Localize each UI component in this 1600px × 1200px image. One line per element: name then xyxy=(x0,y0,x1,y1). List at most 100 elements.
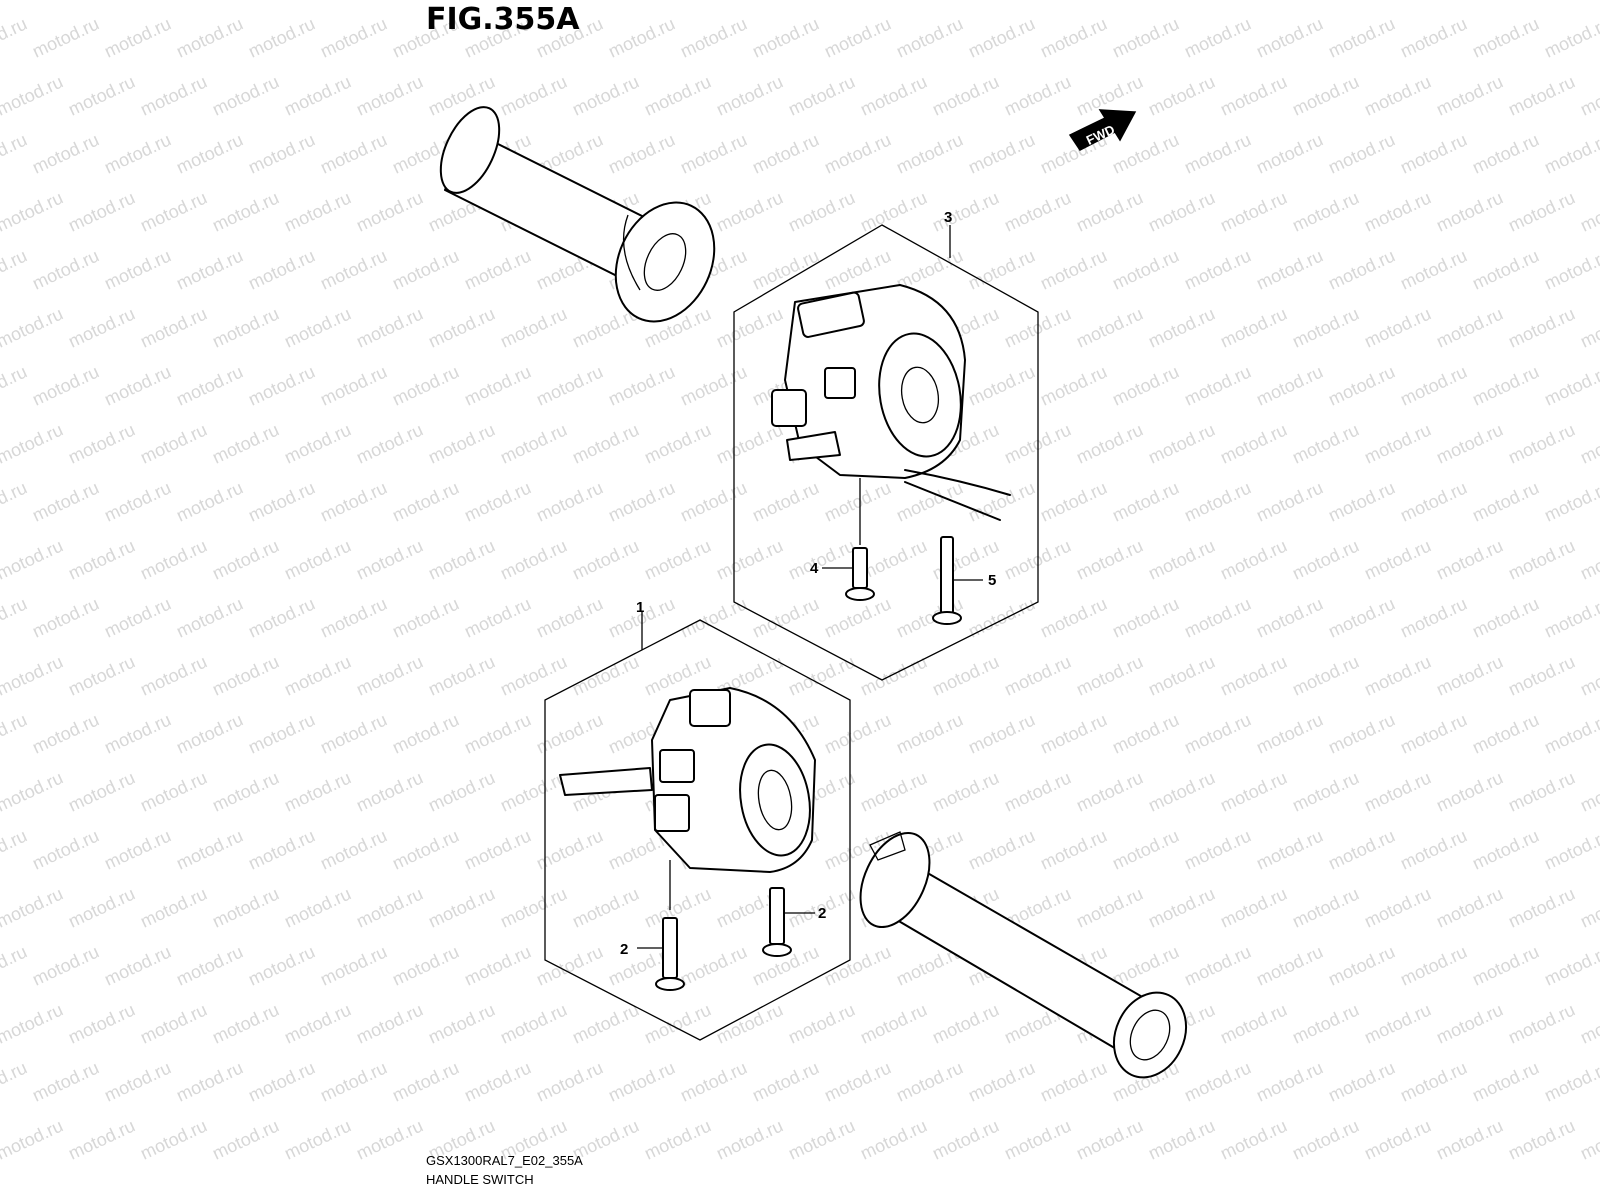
watermark-text: motod.ru xyxy=(713,0,786,4)
watermark-text: motod.ru xyxy=(965,245,1038,293)
watermark-text: motod.ru xyxy=(821,245,894,293)
watermark-text: motod.ru xyxy=(1361,71,1434,119)
watermark-text: motod.ru xyxy=(929,187,1002,235)
watermark-text: motod.ru xyxy=(1433,187,1506,235)
watermark-text: motod.ru xyxy=(1181,1057,1254,1105)
watermark-text: motod.ru xyxy=(137,883,210,931)
watermark-text: motod.ru xyxy=(1145,651,1218,699)
watermark-text: motod.ru xyxy=(1289,883,1362,931)
watermark-text: motod.ru xyxy=(1037,361,1110,409)
watermark-text: motod.ru xyxy=(0,1115,66,1163)
watermark-text: motod.ru xyxy=(1361,1115,1434,1163)
watermark-text: motod.ru xyxy=(677,1057,750,1105)
watermark-text: motod.ru xyxy=(1145,535,1218,583)
watermark-text: motod.ru xyxy=(425,303,498,351)
watermark-text: motod.ru xyxy=(641,1115,714,1163)
watermark-text: motod.ru xyxy=(1109,825,1182,873)
watermark-text: motod.ru xyxy=(641,419,714,467)
watermark-text: motod.ru xyxy=(1181,709,1254,757)
watermark-text: motod.ru xyxy=(1217,883,1290,931)
watermark-text: motod.ru xyxy=(929,999,1002,1047)
watermark-text: motod.ru xyxy=(1289,535,1362,583)
watermark-text: motod.ru xyxy=(1505,187,1578,235)
watermark-text: motod.ru xyxy=(245,1057,318,1105)
watermark-text: motod.ru xyxy=(209,767,282,815)
watermark-text: motod.ru xyxy=(965,13,1038,61)
watermark-text: motod.ru xyxy=(0,71,66,119)
watermark-text: motod.ru xyxy=(389,709,462,757)
watermark-text: motod.ru xyxy=(101,361,174,409)
fwd-direction-badge: FWD xyxy=(1068,109,1137,151)
watermark-text: motod.ru xyxy=(1001,187,1074,235)
watermark-text: motod.ru xyxy=(1001,767,1074,815)
watermark-text: motod.ru xyxy=(641,535,714,583)
watermark-text: motod.ru xyxy=(1289,303,1362,351)
watermark-text: motod.ru xyxy=(569,651,642,699)
watermark-text: motod.ru xyxy=(209,535,282,583)
right-handle-grip xyxy=(859,831,1187,1079)
watermark-text: motod.ru xyxy=(1541,709,1600,757)
watermark-text: motod.ru xyxy=(1397,361,1470,409)
watermark-text: motod.ru xyxy=(1289,999,1362,1047)
figure-title: FIG.355A xyxy=(426,2,580,37)
watermark-text: motod.ru xyxy=(1361,767,1434,815)
watermark-text: motod.ru xyxy=(173,129,246,177)
watermark-text: motod.ru xyxy=(497,303,570,351)
watermark-text: motod.ru xyxy=(1325,129,1398,177)
watermark-text: motod.ru xyxy=(245,825,318,873)
watermark-text: motod.ru xyxy=(101,13,174,61)
watermark-text: motod.ru xyxy=(0,1057,30,1105)
watermark-text: motod.ru xyxy=(1001,71,1074,119)
watermark-text: motod.ru xyxy=(1505,0,1578,4)
watermark-text: motod.ru xyxy=(857,535,930,583)
watermark-text: motod.ru xyxy=(101,941,174,989)
watermark-text: motod.ru xyxy=(1217,1115,1290,1163)
watermark-text: motod.ru xyxy=(1577,999,1600,1047)
watermark-text: motod.ru xyxy=(65,0,138,4)
watermark-text: motod.ru xyxy=(1469,13,1542,61)
watermark-text: motod.ru xyxy=(0,187,66,235)
watermark-text: motod.ru xyxy=(281,767,354,815)
watermark-text: motod.ru xyxy=(533,361,606,409)
watermark-text: motod.ru xyxy=(353,0,426,4)
watermark-text: motod.ru xyxy=(0,941,30,989)
watermark-text: motod.ru xyxy=(137,419,210,467)
watermark-text: motod.ru xyxy=(497,71,570,119)
watermark-text: motod.ru xyxy=(317,13,390,61)
watermark-text: motod.ru xyxy=(281,187,354,235)
watermark-text: motod.ru xyxy=(857,71,930,119)
watermark-text: motod.ru xyxy=(605,361,678,409)
watermark-text: motod.ru xyxy=(1397,477,1470,525)
watermark-text: motod.ru xyxy=(353,767,426,815)
watermark-text: motod.ru xyxy=(533,941,606,989)
watermark-text: motod.ru xyxy=(317,941,390,989)
watermark-text: motod.ru xyxy=(1361,187,1434,235)
watermark-text: motod.ru xyxy=(0,651,66,699)
watermark-text: motod.ru xyxy=(1253,825,1326,873)
watermark-text: motod.ru xyxy=(29,709,102,757)
watermark-text: motod.ru xyxy=(1001,1115,1074,1163)
callout-4: 4 xyxy=(810,560,819,577)
watermark-text: motod.ru xyxy=(857,1115,930,1163)
watermark-text: motod.ru xyxy=(1217,535,1290,583)
watermark-text: motod.ru xyxy=(1433,1115,1506,1163)
watermark-text: motod.ru xyxy=(1397,1057,1470,1105)
watermark-text: motod.ru xyxy=(245,13,318,61)
callout-1: 1 xyxy=(636,599,644,616)
watermark-text: motod.ru xyxy=(317,245,390,293)
watermark-text: motod.ru xyxy=(137,0,210,4)
watermark-text: motod.ru xyxy=(1217,187,1290,235)
watermark-text: motod.ru xyxy=(1001,0,1074,4)
watermark-text: motod.ru xyxy=(1181,129,1254,177)
callout-2-left: 2 xyxy=(620,941,628,958)
callout-2-right: 2 xyxy=(818,905,826,922)
watermark-text: motod.ru xyxy=(677,941,750,989)
watermark-text: motod.ru xyxy=(1469,941,1542,989)
hexagon-group-1 xyxy=(544,612,851,1041)
watermark-text: motod.ru xyxy=(821,709,894,757)
watermark-text: motod.ru xyxy=(101,1057,174,1105)
watermark-text: motod.ru xyxy=(1541,1057,1600,1105)
watermark-text: motod.ru xyxy=(1325,941,1398,989)
watermark-text: motod.ru xyxy=(1541,941,1600,989)
